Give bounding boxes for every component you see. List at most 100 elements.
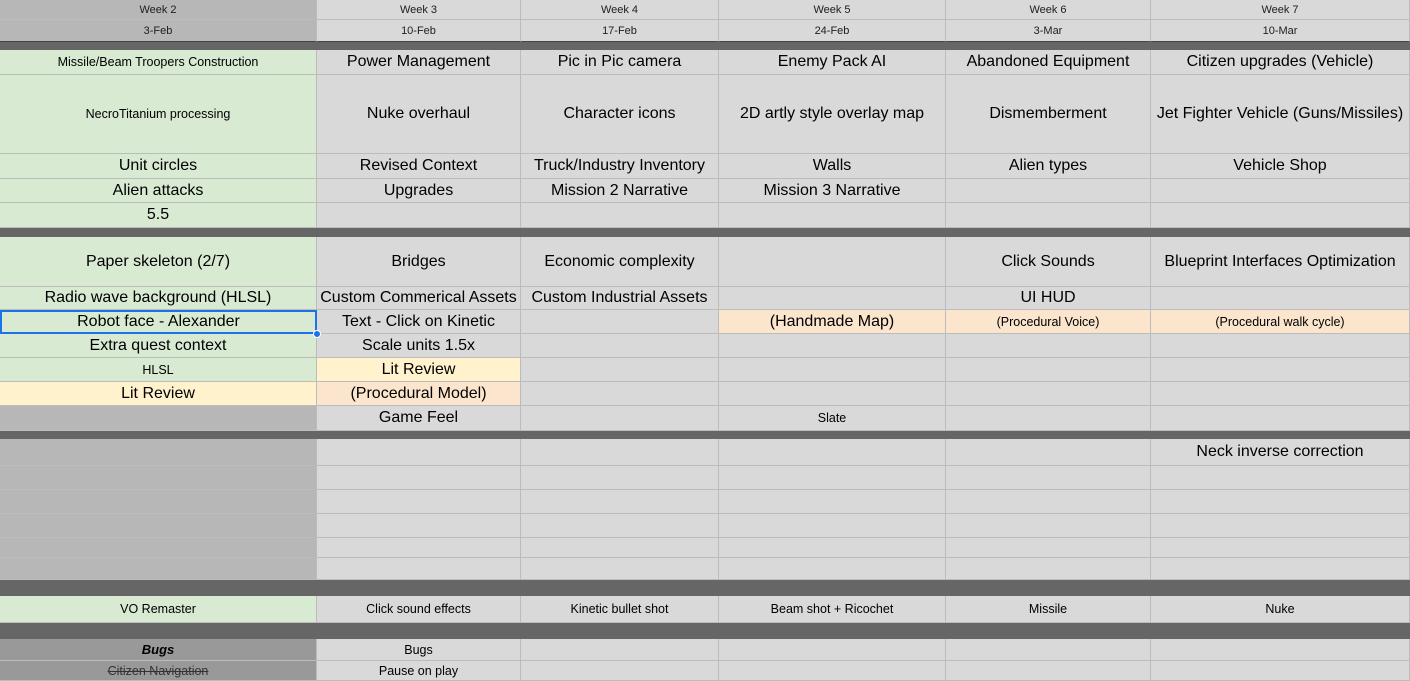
task-cell[interactable]: (Procedural Model) bbox=[317, 382, 521, 406]
task-cell[interactable]: Nuke overhaul bbox=[317, 75, 521, 154]
task-cell[interactable] bbox=[719, 439, 946, 466]
task-cell[interactable]: Nuke bbox=[1151, 596, 1410, 623]
task-cell[interactable]: Missile/Beam Troopers Construction bbox=[0, 50, 317, 75]
task-cell[interactable]: Abandoned Equipment bbox=[946, 50, 1151, 75]
task-cell[interactable] bbox=[521, 310, 719, 334]
task-cell[interactable]: Neck inverse correction bbox=[1151, 439, 1410, 466]
task-cell[interactable]: Vehicle Shop bbox=[1151, 154, 1410, 179]
task-cell[interactable] bbox=[317, 514, 521, 538]
task-cell[interactable] bbox=[946, 558, 1151, 580]
task-cell[interactable]: Missile bbox=[946, 596, 1151, 623]
task-cell[interactable]: Pic in Pic camera bbox=[521, 50, 719, 75]
task-cell[interactable]: HLSL bbox=[0, 358, 317, 382]
task-cell[interactable] bbox=[521, 639, 719, 661]
task-cell[interactable] bbox=[946, 334, 1151, 358]
selection-fill-handle[interactable] bbox=[313, 330, 321, 338]
task-cell[interactable] bbox=[719, 203, 946, 228]
task-cell[interactable]: Upgrades bbox=[317, 179, 521, 203]
task-cell[interactable]: 2D artly style overlay map bbox=[719, 75, 946, 154]
task-cell[interactable]: Lit Review bbox=[0, 382, 317, 406]
task-cell[interactable] bbox=[317, 203, 521, 228]
task-cell[interactable]: Walls bbox=[719, 154, 946, 179]
task-cell[interactable] bbox=[946, 382, 1151, 406]
task-cell[interactable]: Dismemberment bbox=[946, 75, 1151, 154]
task-cell[interactable] bbox=[0, 466, 317, 490]
task-cell[interactable] bbox=[719, 382, 946, 406]
task-cell[interactable]: Citizen Navigation bbox=[0, 661, 317, 681]
task-cell[interactable]: (Procedural Voice) bbox=[946, 310, 1151, 334]
task-cell[interactable]: Economic complexity bbox=[521, 237, 719, 287]
task-cell[interactable] bbox=[521, 538, 719, 558]
task-cell[interactable]: Blueprint Interfaces Optimization bbox=[1151, 237, 1410, 287]
task-cell[interactable] bbox=[1151, 490, 1410, 514]
task-cell[interactable] bbox=[946, 358, 1151, 382]
task-cell[interactable]: Bridges bbox=[317, 237, 521, 287]
task-cell[interactable] bbox=[521, 514, 719, 538]
task-cell[interactable]: UI HUD bbox=[946, 287, 1151, 310]
task-cell[interactable] bbox=[946, 490, 1151, 514]
task-cell[interactable]: Radio wave background (HLSL) bbox=[0, 287, 317, 310]
task-cell[interactable] bbox=[719, 237, 946, 287]
task-cell[interactable]: (Procedural walk cycle) bbox=[1151, 310, 1410, 334]
task-cell[interactable]: Jet Fighter Vehicle (Guns/Missiles) bbox=[1151, 75, 1410, 154]
task-cell[interactable] bbox=[719, 466, 946, 490]
task-cell[interactable]: 5.5 bbox=[0, 203, 317, 228]
task-cell[interactable] bbox=[317, 538, 521, 558]
selected-cell[interactable]: Robot face - Alexander bbox=[0, 310, 317, 334]
task-cell[interactable] bbox=[521, 466, 719, 490]
task-cell[interactable] bbox=[0, 558, 317, 580]
task-cell[interactable] bbox=[719, 358, 946, 382]
task-cell[interactable]: Click sound effects bbox=[317, 596, 521, 623]
week-header[interactable]: Week 2 bbox=[0, 0, 317, 20]
task-cell[interactable]: Alien attacks bbox=[0, 179, 317, 203]
week-header[interactable]: Week 5 bbox=[719, 0, 946, 20]
task-cell[interactable]: Alien types bbox=[946, 154, 1151, 179]
task-cell[interactable] bbox=[1151, 203, 1410, 228]
week-header[interactable]: Week 7 bbox=[1151, 0, 1410, 20]
task-cell[interactable]: Bugs bbox=[0, 639, 317, 661]
task-cell[interactable] bbox=[521, 439, 719, 466]
task-cell[interactable] bbox=[521, 406, 719, 431]
task-cell[interactable]: Power Management bbox=[317, 50, 521, 75]
task-cell[interactable] bbox=[1151, 358, 1410, 382]
task-cell[interactable] bbox=[1151, 538, 1410, 558]
task-cell[interactable] bbox=[719, 538, 946, 558]
week-header[interactable]: Week 3 bbox=[317, 0, 521, 20]
date-header[interactable]: 10-Mar bbox=[1151, 20, 1410, 42]
task-cell[interactable]: Game Feel bbox=[317, 406, 521, 431]
task-cell[interactable] bbox=[1151, 334, 1410, 358]
task-cell[interactable] bbox=[521, 558, 719, 580]
task-cell[interactable]: Click Sounds bbox=[946, 237, 1151, 287]
task-cell[interactable]: Custom Commerical Assets bbox=[317, 287, 521, 310]
task-cell[interactable]: Slate bbox=[719, 406, 946, 431]
task-cell[interactable]: Unit circles bbox=[0, 154, 317, 179]
task-cell[interactable] bbox=[0, 439, 317, 466]
task-cell[interactable] bbox=[1151, 382, 1410, 406]
task-cell[interactable] bbox=[719, 558, 946, 580]
date-header[interactable]: 17-Feb bbox=[521, 20, 719, 42]
date-header[interactable]: 24-Feb bbox=[719, 20, 946, 42]
task-cell[interactable] bbox=[317, 558, 521, 580]
task-cell[interactable]: (Handmade Map) bbox=[719, 310, 946, 334]
task-cell[interactable] bbox=[0, 406, 317, 431]
task-cell[interactable]: Scale units 1.5x bbox=[317, 334, 521, 358]
task-cell[interactable] bbox=[946, 439, 1151, 466]
task-cell[interactable] bbox=[521, 490, 719, 514]
task-cell[interactable]: Enemy Pack AI bbox=[719, 50, 946, 75]
task-cell[interactable]: Custom Industrial Assets bbox=[521, 287, 719, 310]
task-cell[interactable] bbox=[1151, 514, 1410, 538]
task-cell[interactable]: Mission 3 Narrative bbox=[719, 179, 946, 203]
task-cell[interactable] bbox=[1151, 558, 1410, 580]
task-cell[interactable] bbox=[1151, 639, 1410, 661]
task-cell[interactable] bbox=[719, 514, 946, 538]
date-header[interactable]: 3-Feb bbox=[0, 20, 317, 42]
task-cell[interactable] bbox=[0, 538, 317, 558]
task-cell[interactable] bbox=[521, 382, 719, 406]
task-cell[interactable]: Revised Context bbox=[317, 154, 521, 179]
task-cell[interactable] bbox=[719, 287, 946, 310]
task-cell[interactable] bbox=[946, 203, 1151, 228]
date-header[interactable]: 10-Feb bbox=[317, 20, 521, 42]
task-cell[interactable] bbox=[0, 490, 317, 514]
task-cell[interactable] bbox=[521, 203, 719, 228]
task-cell[interactable]: VO Remaster bbox=[0, 596, 317, 623]
